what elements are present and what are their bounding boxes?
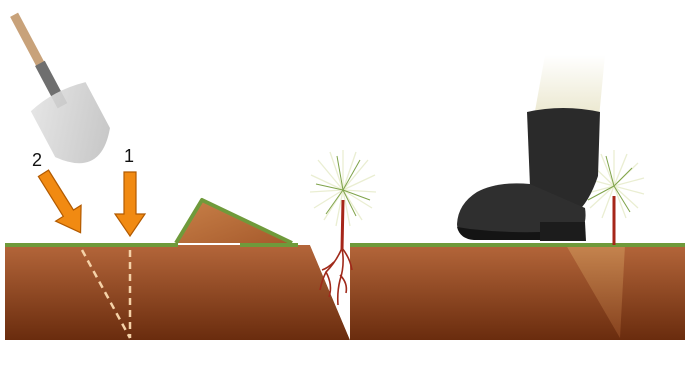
step-label-1: 1 xyxy=(124,146,134,166)
soil-left xyxy=(5,245,350,340)
soil-right xyxy=(350,245,685,340)
step-label-2: 2 xyxy=(32,150,42,170)
arrow-down-icon xyxy=(31,165,94,240)
shovel-icon xyxy=(0,0,119,175)
boot-heel xyxy=(540,222,586,241)
arrow-down-icon xyxy=(115,172,145,236)
boot-icon xyxy=(457,55,605,241)
